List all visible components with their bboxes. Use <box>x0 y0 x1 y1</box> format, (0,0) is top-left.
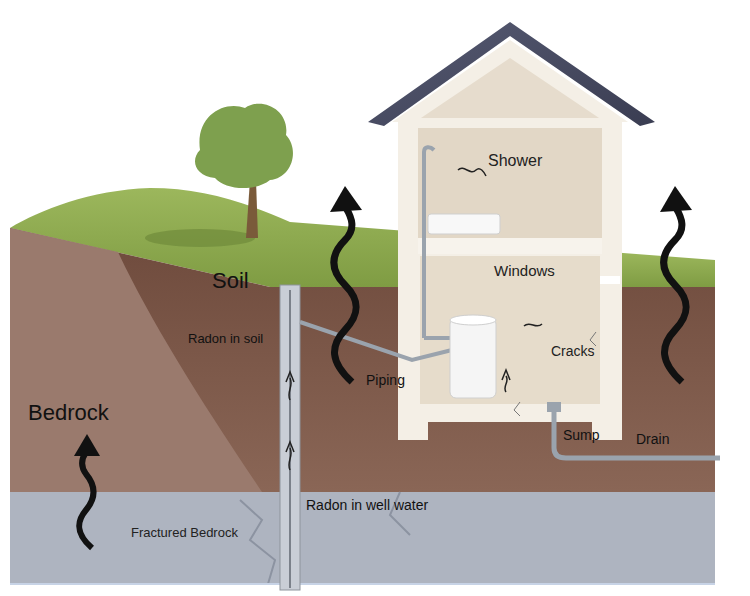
house-wall <box>398 118 622 408</box>
well-casing <box>280 285 300 590</box>
room-label: Shower <box>488 152 542 170</box>
well-pipe <box>289 290 291 588</box>
layer-label: Bedrock <box>28 400 109 425</box>
basement-room <box>420 256 600 404</box>
drain-pipe <box>554 410 720 458</box>
radon-arrowhead <box>330 186 362 212</box>
part-label: Sump <box>563 427 600 443</box>
wall-crack <box>514 332 596 416</box>
tree-crown <box>195 104 293 188</box>
radon-arrow <box>334 208 357 382</box>
window-opening <box>600 276 620 284</box>
radon-squiggle <box>524 324 542 326</box>
water-pipe <box>424 147 434 338</box>
radon-squiggle <box>458 168 486 176</box>
radon-arrow <box>664 208 687 382</box>
part-label: Cracks <box>551 343 595 359</box>
bedrock-layer <box>10 228 262 492</box>
upper-room <box>418 128 602 238</box>
part-label: Windows <box>494 262 555 279</box>
tree-trunk <box>246 180 258 238</box>
radon-arrowhead <box>74 434 100 456</box>
well-radon-arrow <box>286 372 294 470</box>
radon-squiggle <box>502 370 510 392</box>
water-tank-top <box>450 315 496 325</box>
source-label: Radon in soil <box>188 332 263 347</box>
layer-edge <box>10 583 715 585</box>
floor-slab <box>418 238 602 254</box>
tree-shadow <box>145 229 255 247</box>
bathtub <box>428 214 500 234</box>
radon-arrow <box>79 452 93 548</box>
source-label: Radon in well water <box>306 497 428 513</box>
roof <box>368 22 655 126</box>
water-pipe <box>300 322 452 360</box>
fractured-bedrock-layer <box>10 492 715 584</box>
radon-arrowhead <box>660 186 692 212</box>
layer-label: Fractured Bedrock <box>131 526 238 541</box>
water-pipe <box>424 336 450 340</box>
part-label: Piping <box>366 372 405 388</box>
water-tank <box>450 318 496 398</box>
part-label: Drain <box>636 431 669 447</box>
house-attic-interior <box>415 58 605 122</box>
layer-label: Soil <box>212 268 249 293</box>
